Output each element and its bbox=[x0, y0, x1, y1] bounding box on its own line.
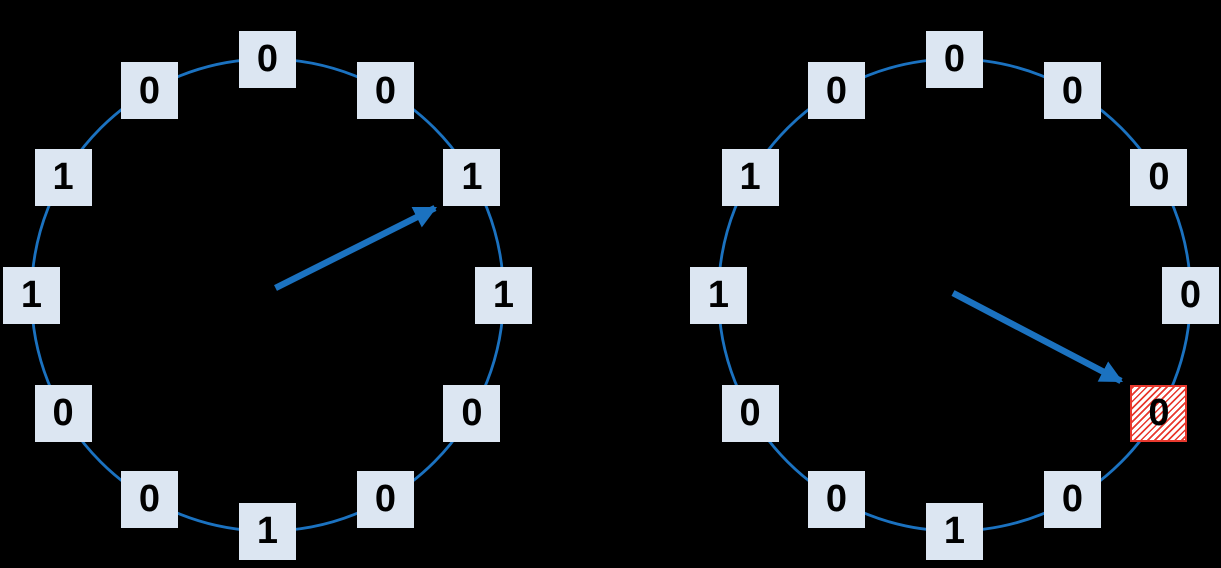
ring-before: 0 0 1 1 0 0 1 0 0 1 1 0 bbox=[0, 0, 540, 568]
bit-cell: 1 bbox=[475, 266, 532, 324]
bit-cell: 0 bbox=[239, 30, 296, 88]
bit-cell: 0 bbox=[121, 62, 178, 120]
bit-cell: 0 bbox=[926, 30, 983, 88]
bit-cell: 0 bbox=[808, 62, 865, 120]
bit-cell: 0 bbox=[357, 62, 414, 120]
bit-cell: 0 bbox=[34, 384, 92, 442]
bit-cell: 0 bbox=[721, 384, 779, 442]
bit-cell: 0 bbox=[121, 470, 178, 528]
ring-after: 0 0 0 0 0 0 1 0 0 1 1 0 bbox=[687, 0, 1221, 568]
bit-cell: 1 bbox=[690, 266, 747, 324]
bit-cell: 1 bbox=[926, 502, 983, 560]
bit-cell: 1 bbox=[721, 148, 779, 206]
bit-cell: 1 bbox=[34, 148, 92, 206]
bit-cell: 0 bbox=[1162, 266, 1219, 324]
bit-cell-pointed: 1 bbox=[443, 148, 501, 206]
bit-cell: 0 bbox=[443, 384, 501, 442]
ring-circle bbox=[30, 57, 505, 533]
bit-cell: 0 bbox=[1044, 62, 1101, 120]
bit-cell: 0 bbox=[808, 470, 865, 528]
bit-cell: 0 bbox=[1130, 148, 1188, 206]
bit-cell: 1 bbox=[239, 502, 296, 560]
selected-bit-cell: 0 bbox=[1130, 384, 1188, 442]
clock-hand-arrow bbox=[274, 205, 438, 291]
clock-hand-arrow bbox=[951, 290, 1124, 384]
bit-cell: 0 bbox=[357, 470, 414, 528]
bit-cell: 0 bbox=[1044, 470, 1101, 528]
bit-cell: 1 bbox=[3, 266, 60, 324]
